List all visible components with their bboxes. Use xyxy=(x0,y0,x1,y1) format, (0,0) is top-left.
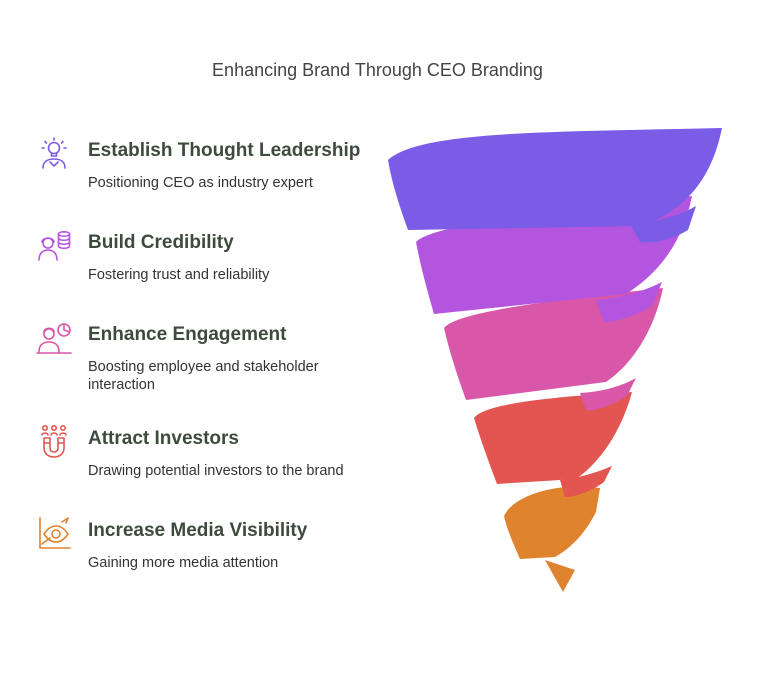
item-description: Boosting employee and stakeholder intera… xyxy=(88,359,319,393)
item-heading: Increase Media Visibility xyxy=(88,520,308,541)
lightbulb-person-icon xyxy=(41,137,67,169)
funnel-level-1 xyxy=(388,128,722,230)
magnet-people-icon xyxy=(41,424,67,458)
funnel-level-1-swirl xyxy=(630,206,696,243)
funnel-level-3-swirl xyxy=(580,378,636,411)
item-heading: Enhance Engagement xyxy=(88,324,287,345)
funnel-level-4-swirl xyxy=(560,466,612,497)
item-heading: Establish Thought Leadership xyxy=(88,140,361,161)
funnel-tip xyxy=(545,560,575,592)
item-description: Positioning CEO as industry expert xyxy=(88,175,313,191)
person-coins-icon xyxy=(38,230,71,261)
item-description: Drawing potential investors to the brand xyxy=(88,463,344,479)
item-description: Gaining more media attention xyxy=(88,555,279,571)
item-heading: Attract Investors xyxy=(88,428,239,449)
funnel-level-2-swirl xyxy=(596,282,662,322)
item-description: Fostering trust and reliability xyxy=(88,267,270,283)
funnel-level-5 xyxy=(504,486,600,559)
item-heading: Build Credibility xyxy=(88,232,234,253)
person-chart-icon xyxy=(36,323,72,354)
diagram-title: Enhancing Brand Through CEO Branding xyxy=(212,60,543,80)
funnel-level-4 xyxy=(474,392,632,484)
eye-growth-chart-icon xyxy=(39,517,71,549)
spiral-funnel-graphic xyxy=(388,128,722,592)
